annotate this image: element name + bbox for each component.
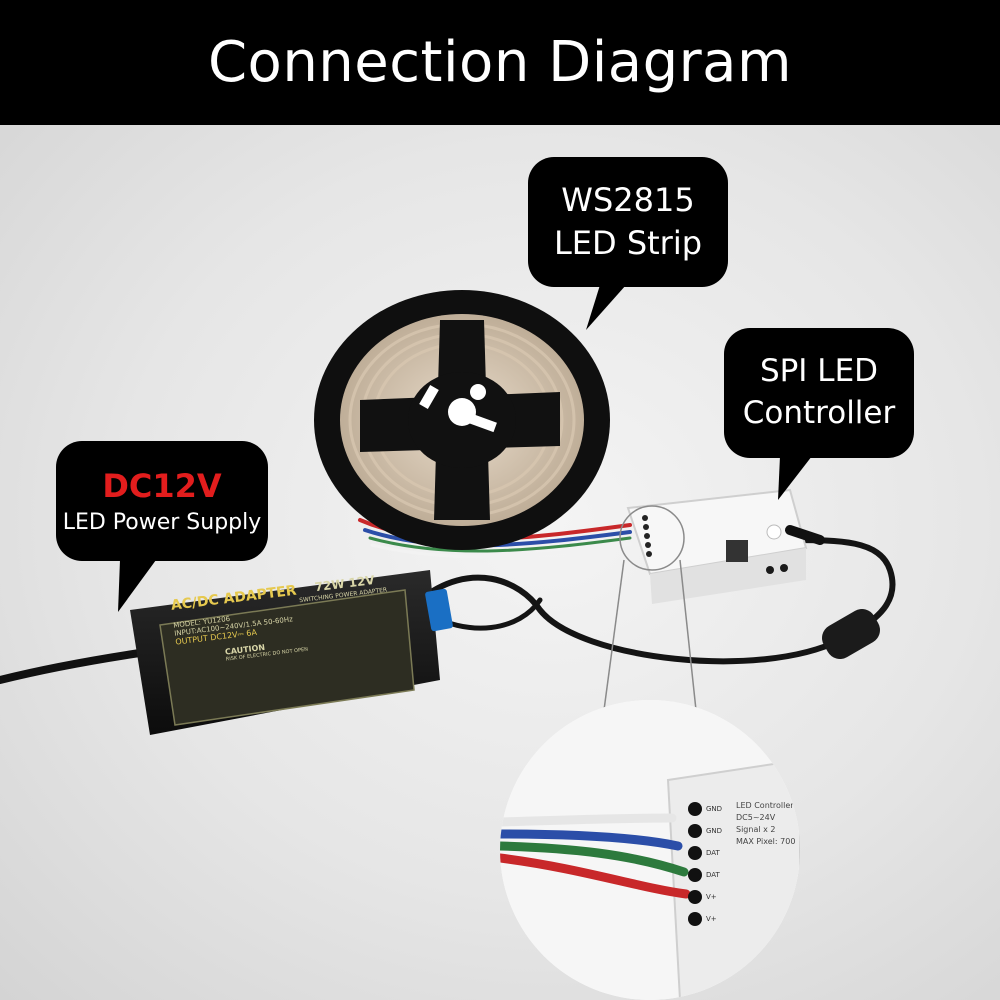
pin-label: DAT — [706, 849, 720, 857]
strip-bubble-tail — [586, 285, 626, 330]
power-supply-callout-voltage: DC12V — [102, 466, 222, 505]
page-title: Connection Diagram — [207, 30, 793, 95]
power-cord-ac — [0, 646, 164, 684]
spec-line: LED Controller — [736, 801, 794, 810]
pin-hole-icon — [688, 824, 702, 838]
pin-label: DAT — [706, 871, 720, 879]
pin-hole-icon — [688, 912, 702, 926]
power-supply-callout: DC12V LED Power Supply — [56, 441, 268, 561]
pin-hole-icon — [688, 846, 702, 860]
pin-row: DAT — [688, 864, 728, 886]
pin-label: GND — [706, 805, 723, 813]
led-strip-callout: WS2815 LED Strip — [528, 157, 728, 287]
zoom-spec-text: LED Controller DC5~24V Signal x 2 MAX Pi… — [736, 800, 800, 940]
pin-row: GND — [688, 820, 728, 842]
pin-row: V+ — [688, 908, 728, 930]
strip-wire-green — [368, 536, 632, 553]
zoom-focus-circle — [619, 505, 685, 571]
header-bar: Connection Diagram — [0, 0, 1000, 125]
pin-row: GND — [688, 798, 728, 820]
spec-line: Signal x 2 — [736, 825, 776, 834]
power-supply-callout-label: LED Power Supply — [62, 509, 262, 535]
zoom-pin-column: GND GND DAT DAT V+ V+ — [688, 798, 728, 930]
pin-label: GND — [706, 827, 723, 835]
spec-line: DC5~24V — [736, 813, 776, 822]
led-strip-reel — [314, 290, 610, 550]
spec-line: MAX Pixel: 700 — [736, 837, 796, 846]
strip-wire-white — [370, 542, 632, 559]
power-supply-unit — [130, 570, 453, 735]
pin-row: DAT — [688, 842, 728, 864]
qr-code-icon — [726, 540, 748, 562]
pin-label: V+ — [706, 893, 717, 901]
pin-row: V+ — [688, 886, 728, 908]
controller-bubble-tail — [778, 456, 812, 500]
controller-callout-line1: SPI LED — [759, 353, 879, 390]
controller-callout: SPI LED Controller — [724, 328, 914, 458]
pin-hole-icon — [688, 868, 702, 882]
zoom-inset-art — [500, 700, 800, 1000]
spi-controller-box — [626, 488, 825, 604]
led-strip-callout-line2: LED Strip — [553, 224, 703, 262]
controller-callout-line2: Controller — [742, 395, 896, 431]
pin-hole-icon — [688, 802, 702, 816]
pin-label: V+ — [706, 915, 717, 923]
button-icon — [766, 524, 782, 540]
pin-hole-icon — [688, 890, 702, 904]
ferrite-bead-icon — [822, 609, 880, 659]
led-strip-callout-line1: WS2815 — [561, 180, 695, 219]
dc-cable — [417, 537, 896, 665]
zoom-inset: GND GND DAT DAT V+ V+ LED Controller DC5… — [500, 700, 800, 1000]
power-bubble-tail — [118, 560, 156, 612]
